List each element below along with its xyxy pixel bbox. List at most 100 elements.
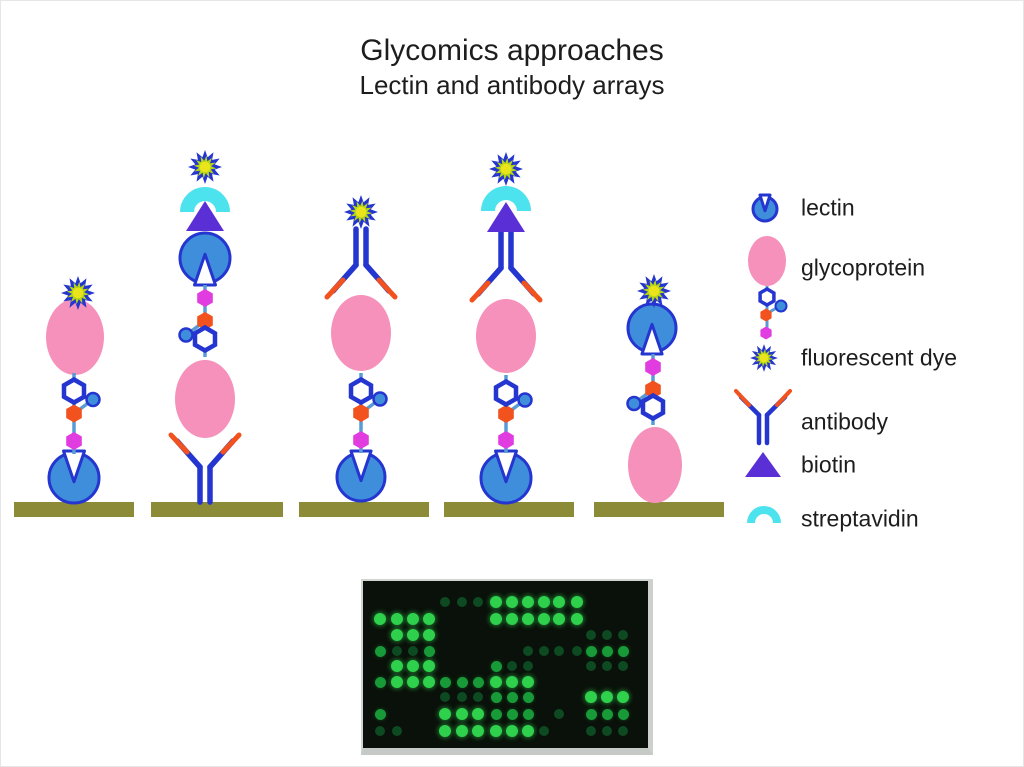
array-spot (618, 630, 628, 640)
array-spot (601, 645, 613, 657)
fluorescent-dye-center (199, 161, 211, 173)
array-spot (456, 725, 468, 737)
array-spot (423, 660, 435, 672)
array-spot (473, 692, 483, 702)
array-spot (585, 691, 597, 703)
array-spot (602, 630, 612, 640)
array-spot (423, 676, 435, 688)
fluorescent-dye-center (72, 287, 84, 299)
array-spot (407, 676, 419, 688)
array-spot (523, 646, 533, 656)
array-spot (506, 691, 518, 703)
fluorescent-dye-center (500, 163, 512, 175)
streptavidin-shape (747, 506, 781, 523)
glycan-ring-sugar (348, 376, 374, 406)
array-spot (585, 708, 597, 720)
antibody-shape (168, 432, 242, 505)
array-spot (602, 661, 612, 671)
array-spot (490, 596, 502, 608)
lectin-notch (758, 193, 772, 213)
glycoprotein-shape (748, 236, 786, 286)
fluorescent-dye-center (759, 353, 769, 363)
array-spot (571, 596, 583, 608)
array-spot (408, 646, 418, 656)
array-spot (506, 596, 518, 608)
construct-lectin-array (14, 276, 134, 517)
glycoprotein-shape (46, 299, 104, 375)
array-spot (473, 597, 483, 607)
array-spot (506, 708, 518, 720)
antibody-shape (324, 226, 398, 300)
legend-icons (734, 193, 792, 523)
glycan-ring-sugar (192, 324, 218, 354)
biotin-shape (487, 202, 525, 232)
array-spot (391, 676, 403, 688)
array-spot (618, 661, 628, 671)
array-spot (392, 646, 402, 656)
array-spot (522, 613, 534, 625)
biotin-shape (186, 201, 224, 231)
legend-label-streptavidin: streptavidin (801, 505, 919, 532)
array-spot (490, 725, 502, 737)
array-spot (391, 613, 403, 625)
glycoprotein-shape (628, 427, 682, 503)
glycan-magenta-sugar (645, 358, 661, 376)
array-spot (618, 726, 628, 736)
construct-lectin-array-biotinylated-antibody-detection (444, 152, 574, 517)
fluorescent-dye-center (648, 285, 660, 297)
array-spot (423, 629, 435, 641)
array-spot (601, 708, 613, 720)
array-spot (538, 596, 550, 608)
array-spot (571, 613, 583, 625)
array-spot (617, 708, 629, 720)
glycan-ring-sugar (493, 378, 519, 408)
array-spot (490, 660, 502, 672)
slide-subtitle: Lectin and antibody arrays (359, 69, 665, 100)
array-spot (456, 708, 468, 720)
array-spot (439, 725, 451, 737)
array-spot (553, 596, 565, 608)
slide-title: Glycomics approaches (360, 34, 664, 67)
glycan-orange-sugar (66, 404, 82, 423)
glycan-orange-sugar (645, 380, 661, 399)
glycan-magenta-sugar (760, 326, 772, 340)
antibody-shape (469, 229, 543, 303)
array-spot (522, 596, 534, 608)
array-spot (392, 726, 402, 736)
array-spot (554, 646, 564, 656)
glycoprotein-shape (175, 360, 235, 438)
array-spot (585, 645, 597, 657)
construct-glycoprotein-array-lectin-detection (594, 274, 724, 517)
array-spot (617, 691, 629, 703)
array-spot (522, 725, 534, 737)
glycan-branch-sugar (372, 391, 388, 407)
array-spot (506, 676, 518, 688)
array-spot (490, 691, 502, 703)
glycan-branch-sugar (178, 327, 194, 343)
array-spot (374, 645, 386, 657)
glycan-magenta-sugar (353, 431, 369, 449)
array-spot (522, 691, 534, 703)
array-spot (407, 629, 419, 641)
array-spot (586, 661, 596, 671)
glycan-orange-sugar (197, 312, 213, 330)
array-spot (572, 646, 582, 656)
construct-antibody-array-lectin-biotin-streptavidin-detection (151, 150, 283, 517)
biotin-shape (745, 452, 781, 477)
construct-lectin-array-antibody-detection (299, 195, 429, 517)
glycan-orange-sugar (353, 404, 369, 422)
array-spot (539, 726, 549, 736)
array-spot (472, 676, 484, 688)
substrate-bar (444, 502, 574, 517)
fluorescent-dye-center (355, 206, 367, 218)
array-spot (391, 660, 403, 672)
glycan-branch-sugar (774, 299, 788, 313)
legend-label-glycoprotein: glycoprotein (801, 254, 926, 281)
array-spot (407, 613, 419, 625)
array-spot (440, 597, 450, 607)
array-spot (439, 708, 451, 720)
array-spot (554, 709, 564, 719)
substrate-bar (14, 502, 134, 517)
